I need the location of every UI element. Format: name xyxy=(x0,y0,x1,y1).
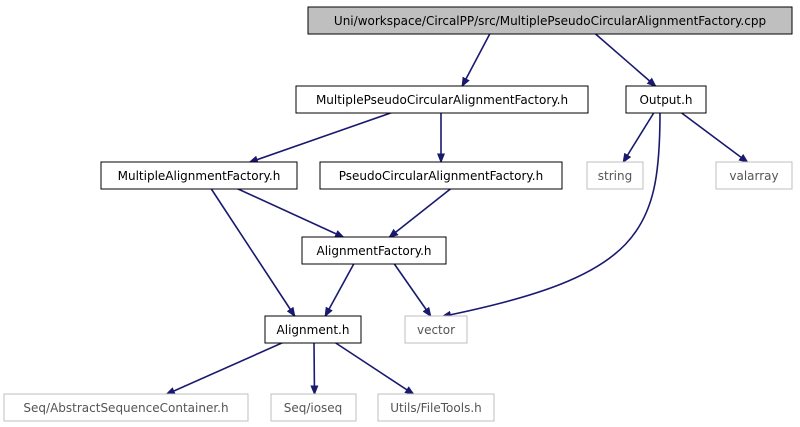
edge-maf_h-to-af_h xyxy=(236,187,345,239)
edge-root-to-output_h xyxy=(594,32,657,88)
edge-alignment_h-to-utils_filetools_h xyxy=(334,341,415,396)
edge-af_h-to-alignment_h xyxy=(324,263,355,318)
node-label: valarray xyxy=(729,169,778,183)
edge-alignment_h-to-seq_ioseq xyxy=(310,342,319,396)
node-label: Uni/workspace/CircalPP/src/MultiplePseud… xyxy=(334,14,766,28)
node-label: vector xyxy=(417,323,455,337)
edge-line xyxy=(165,341,284,396)
edge-alignment_h-to-seq_asc_h xyxy=(165,341,284,396)
edge-af_h-to-vector xyxy=(393,263,432,318)
node-label: MultiplePseudoCircularAlignmentFactory.h xyxy=(316,93,568,107)
edge-line xyxy=(594,32,657,88)
edge-line xyxy=(461,33,491,88)
edge-line xyxy=(334,341,415,396)
node-valarray[interactable]: valarray xyxy=(715,161,793,190)
edge-maf_h-to-alignment_h xyxy=(210,188,296,318)
edge-line xyxy=(248,111,393,164)
node-label: PseudoCircularAlignmentFactory.h xyxy=(339,169,543,183)
node-label: string xyxy=(598,169,632,183)
node-label: Seq/ioseq xyxy=(284,401,343,415)
node-label: Output.h xyxy=(639,93,692,107)
node-multiple-alignment-factory-h[interactable]: MultipleAlignmentFactory.h xyxy=(100,161,298,190)
edge-line xyxy=(236,187,345,239)
edge-output_h-to-string xyxy=(622,112,655,164)
edge-line xyxy=(324,263,355,318)
node-alignment-h[interactable]: Alignment.h xyxy=(264,315,362,344)
edge-output_h-to-vector xyxy=(441,112,661,319)
edge-pcaf_h-to-af_h xyxy=(388,187,452,239)
edge-line xyxy=(210,188,296,318)
edge-mpcaf_h-to-maf_h xyxy=(248,111,393,164)
node-label: MultipleAlignmentFactory.h xyxy=(118,169,281,183)
edge-line xyxy=(310,342,319,396)
node-label: AlignmentFactory.h xyxy=(316,244,431,258)
node-seq-ioseq[interactable]: Seq/ioseq xyxy=(270,393,357,422)
node-pseudo-circular-alignment-factory-h[interactable]: PseudoCircularAlignmentFactory.h xyxy=(319,161,563,190)
node-label: Utils/FileTools.h xyxy=(390,401,482,415)
node-string[interactable]: string xyxy=(586,161,644,190)
edges-layer xyxy=(165,32,749,396)
node-multiple-pseudo-circular-alignment-factory-h[interactable]: MultiplePseudoCircularAlignmentFactory.h xyxy=(295,85,589,114)
node-utils-filetools-h[interactable]: Utils/FileTools.h xyxy=(377,393,495,422)
edge-line xyxy=(388,187,452,239)
node-output-h[interactable]: Output.h xyxy=(625,85,707,114)
node-label: Alignment.h xyxy=(277,323,350,337)
node-seq-abstract-sequence-container-h[interactable]: Seq/AbstractSequenceContainer.h xyxy=(3,393,249,422)
edge-line xyxy=(393,263,432,318)
edge-root-to-mpcaf_h xyxy=(461,33,491,88)
edge-line xyxy=(680,111,749,164)
node-vector[interactable]: vector xyxy=(404,315,468,344)
node-root-cpp[interactable]: Uni/workspace/CircalPP/src/MultiplePseud… xyxy=(307,6,793,35)
nodes-layer: Uni/workspace/CircalPP/src/MultiplePseud… xyxy=(3,6,793,422)
edge-output_h-to-valarray xyxy=(680,111,749,164)
node-alignment-factory-h[interactable]: AlignmentFactory.h xyxy=(301,236,447,265)
edge-line xyxy=(622,112,655,164)
node-label: Seq/AbstractSequenceContainer.h xyxy=(23,401,228,415)
